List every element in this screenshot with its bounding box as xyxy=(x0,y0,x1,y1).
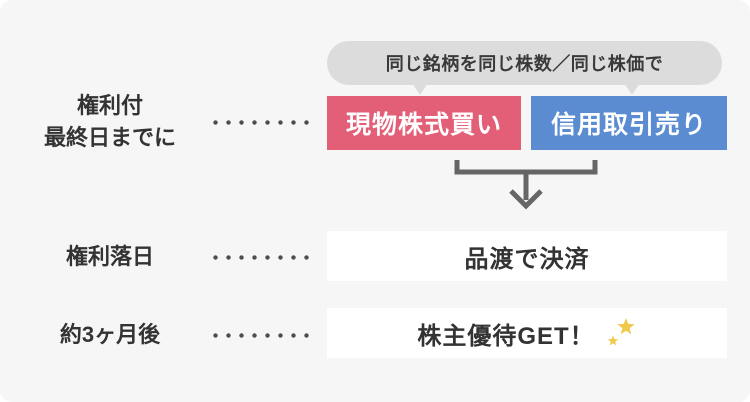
stage-label-line: 約3ヶ月後 xyxy=(59,322,161,347)
stage-label-line: 権利落日 xyxy=(65,244,154,269)
bubble-tail-right-icon xyxy=(624,83,640,95)
condition-bubble: 同じ銘柄を同じ株数／同じ株価で xyxy=(327,41,722,85)
condition-bubble-label: 同じ銘柄を同じ株数／同じ株価で xyxy=(385,54,664,74)
stage-label-line: 最終日までに xyxy=(43,125,176,150)
dotted-connector xyxy=(209,255,313,260)
reward-label: 株主優待GET！ xyxy=(417,322,595,350)
dotted-connector xyxy=(209,333,313,338)
physical-stock-buy-box: 現物株式買い xyxy=(327,96,521,150)
stage-label-ex-rights-day: 権利落日 xyxy=(25,241,195,273)
bubble-tail-left-icon xyxy=(412,83,428,95)
margin-trade-sell-label: 信用取引売り xyxy=(550,111,707,139)
stage-label-line: 権利付 xyxy=(76,93,143,118)
physical-stock-buy-label: 現物株式買い xyxy=(345,111,502,139)
reward-box: 株主優待GET！ xyxy=(327,308,727,358)
settlement-label: 品渡で決済 xyxy=(464,245,590,273)
margin-trade-sell-box: 信用取引売り xyxy=(531,96,727,150)
merge-arrow-icon xyxy=(454,160,598,210)
stage-label-three-months-later: 約3ヶ月後 xyxy=(25,319,195,351)
dotted-connector xyxy=(209,120,313,125)
sparkle-stars-icon xyxy=(607,318,635,346)
settlement-box: 品渡で決済 xyxy=(327,231,727,281)
stage-label-rights-final-day: 権利付 最終日までに xyxy=(25,90,195,154)
